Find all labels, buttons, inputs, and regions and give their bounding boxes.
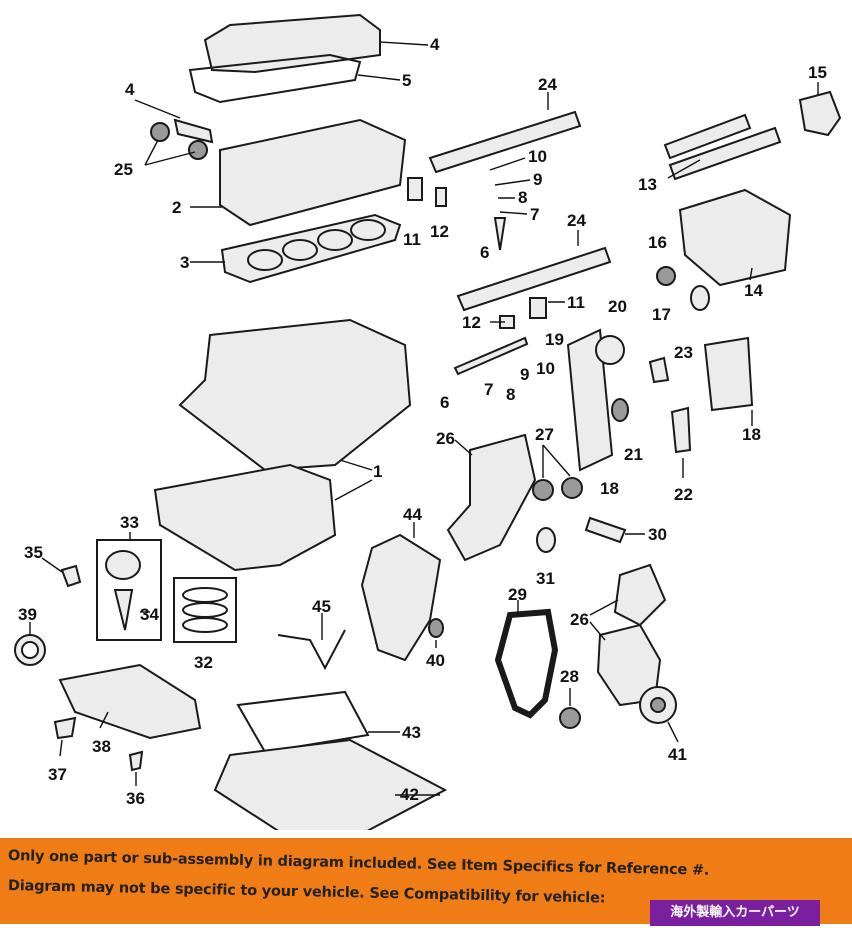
engine-parts-diagram: 4 5 4 25 2 3 24 10 9 8 7 6 11 12 24 11 1… bbox=[14, 13, 842, 830]
callout-16: 16 bbox=[648, 233, 667, 252]
callout-12: 12 bbox=[430, 222, 449, 241]
callout-35: 35 bbox=[24, 543, 43, 562]
callout-7: 7 bbox=[530, 205, 539, 224]
callout-31: 31 bbox=[536, 569, 555, 588]
callout-8: 8 bbox=[506, 385, 515, 404]
oil-pump bbox=[360, 522, 442, 662]
callout-4: 4 bbox=[125, 80, 135, 99]
callout-15: 15 bbox=[808, 63, 827, 82]
callout-39: 39 bbox=[18, 605, 37, 624]
callout-36: 36 bbox=[126, 789, 145, 808]
callout-3: 3 bbox=[180, 253, 189, 272]
oil-filter-adapter bbox=[428, 618, 444, 648]
oil-pan-gasket bbox=[236, 690, 400, 754]
callout-26: 26 bbox=[436, 429, 455, 448]
callout-45: 45 bbox=[312, 597, 331, 616]
callout-6: 6 bbox=[440, 393, 449, 412]
callout-6: 6 bbox=[480, 243, 489, 262]
valve-cover-gasket bbox=[188, 53, 401, 104]
callout-23: 23 bbox=[674, 343, 693, 362]
valve-train-lower bbox=[453, 297, 565, 376]
valve-cover bbox=[203, 13, 429, 74]
callout-24: 24 bbox=[538, 75, 557, 94]
callout-11: 11 bbox=[403, 230, 421, 249]
water-outlet bbox=[798, 82, 842, 137]
callout-28: 28 bbox=[560, 667, 579, 686]
disclaimer-line-1: Only one part or sub-assembly in diagram… bbox=[7, 848, 710, 879]
callout-20: 20 bbox=[608, 297, 627, 316]
callout-10: 10 bbox=[528, 147, 547, 166]
thrust-washer bbox=[128, 750, 144, 786]
disclaimer-line-2: Diagram may not be specific to your vehi… bbox=[7, 878, 606, 907]
callout-43: 43 bbox=[402, 723, 421, 742]
timing-cover-front bbox=[446, 433, 537, 562]
valve-train-upper bbox=[407, 157, 531, 251]
callout-4: 4 bbox=[430, 35, 440, 54]
timing-cover-rear bbox=[566, 328, 629, 472]
callout-18: 18 bbox=[600, 479, 619, 498]
engine-block bbox=[178, 318, 412, 472]
oil-pan bbox=[213, 738, 448, 830]
callout-37: 37 bbox=[48, 765, 67, 784]
callout-30: 30 bbox=[648, 525, 667, 544]
callout-26: 26 bbox=[570, 610, 589, 629]
callout-41: 41 bbox=[668, 745, 687, 764]
oil-pickup bbox=[277, 613, 346, 671]
callout-11: 11 bbox=[567, 293, 585, 312]
callout-29: 29 bbox=[508, 585, 527, 604]
callout-33: 33 bbox=[120, 513, 139, 532]
callout-2: 2 bbox=[172, 198, 181, 217]
bedplate bbox=[153, 463, 373, 572]
camshaft-upper bbox=[428, 92, 582, 174]
main-bearing bbox=[53, 716, 77, 757]
callout-32: 32 bbox=[194, 653, 213, 672]
crank-pulley bbox=[639, 686, 679, 743]
callout-24: 24 bbox=[567, 211, 586, 230]
timing-belt bbox=[494, 600, 559, 719]
callout-42: 42 bbox=[400, 785, 419, 804]
callout-34: 34 bbox=[140, 605, 159, 624]
callout-9: 9 bbox=[533, 170, 542, 189]
callout-40: 40 bbox=[426, 651, 445, 670]
idler-pulley bbox=[536, 527, 556, 553]
callout-27: 27 bbox=[535, 425, 554, 444]
callout-1: 1 bbox=[373, 462, 382, 481]
callout-5: 5 bbox=[402, 71, 411, 90]
callout-7: 7 bbox=[484, 380, 493, 399]
cylinder-head bbox=[190, 118, 407, 227]
crankshaft bbox=[58, 663, 202, 740]
callout-22: 22 bbox=[674, 485, 693, 504]
tensioner-30 bbox=[584, 516, 645, 544]
callout-12: 12 bbox=[462, 313, 481, 332]
part-35 bbox=[41, 557, 82, 588]
callout-18: 18 bbox=[742, 425, 761, 444]
camshaft-lower bbox=[456, 230, 612, 312]
callout-9: 9 bbox=[520, 365, 529, 384]
cam-seal-parts bbox=[134, 99, 214, 166]
callout-21: 21 bbox=[624, 445, 643, 464]
head-gasket bbox=[190, 213, 402, 284]
front-timing-cover bbox=[589, 563, 667, 707]
balance-shaft-housing bbox=[656, 188, 792, 311]
piston-assembly bbox=[96, 532, 162, 641]
cam-sprockets bbox=[532, 444, 583, 501]
crank-sprocket bbox=[559, 688, 581, 729]
balance-shafts bbox=[663, 113, 782, 181]
callout-38: 38 bbox=[92, 737, 111, 756]
callout-10: 10 bbox=[536, 359, 555, 378]
callout-17: 17 bbox=[652, 305, 671, 324]
piston-rings bbox=[173, 577, 237, 643]
seller-badge: 海外製輸入カーパーツ bbox=[650, 900, 820, 926]
callout-19: 19 bbox=[545, 330, 564, 349]
rear-main-seal bbox=[14, 622, 46, 666]
callout-25: 25 bbox=[114, 160, 133, 179]
right-small-parts bbox=[648, 336, 754, 478]
callout-8: 8 bbox=[518, 188, 527, 207]
callout-13: 13 bbox=[638, 175, 657, 194]
callout-14: 14 bbox=[744, 281, 763, 300]
callout-44: 44 bbox=[403, 505, 422, 524]
